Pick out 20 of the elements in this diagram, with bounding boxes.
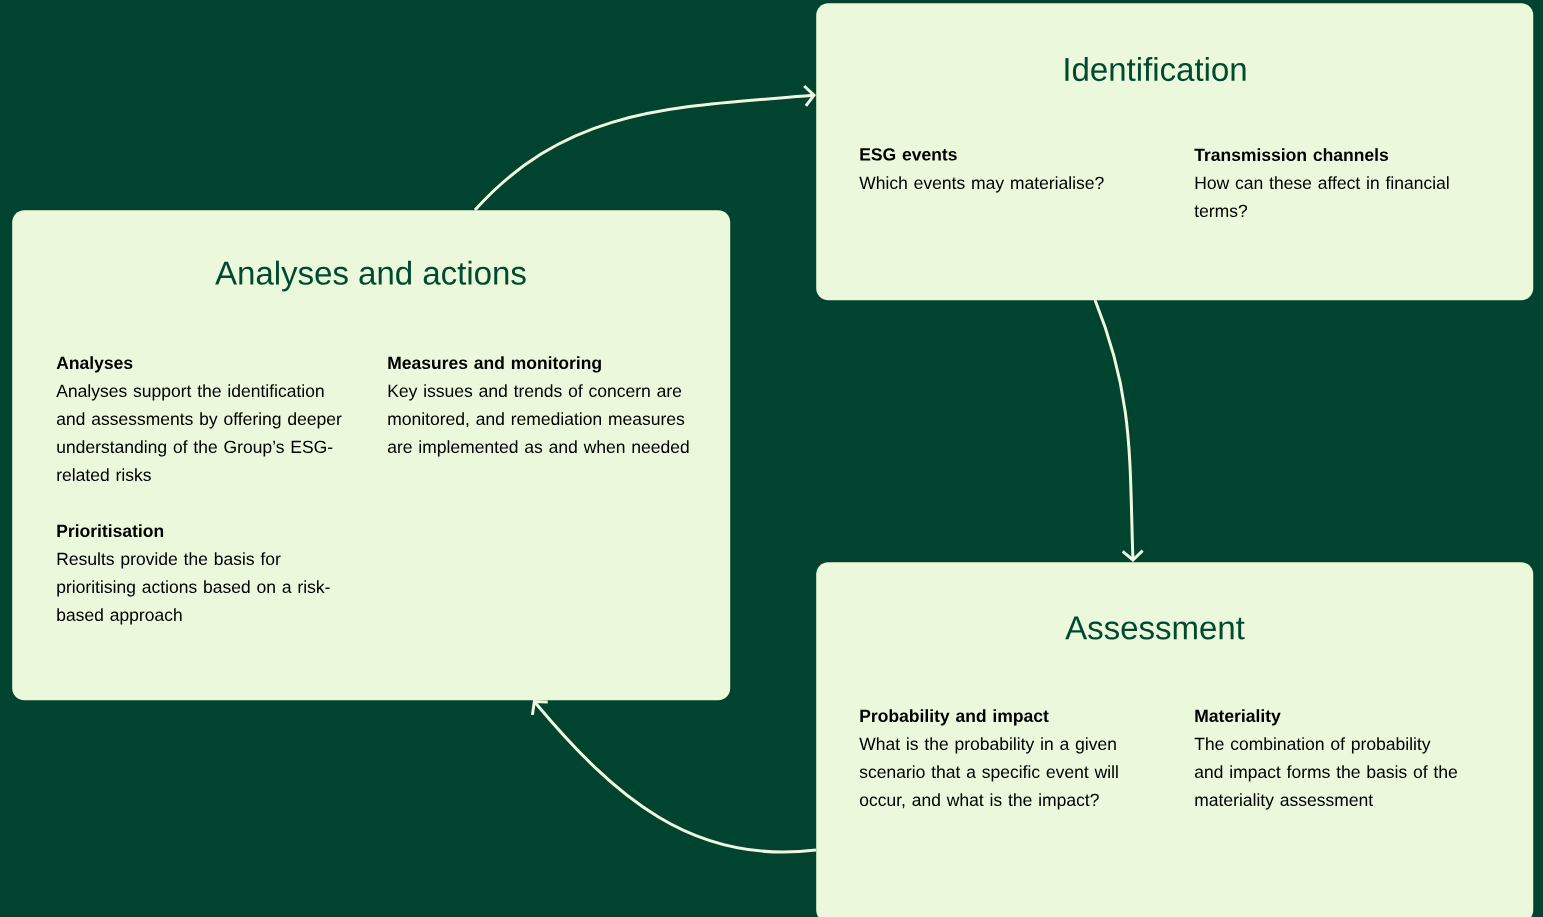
section-text: Analyses support the identification and assessments by offering deeper understanding of the Group’s ESG-related risks <box>56 384 342 482</box>
section-text: How can these affect in financial terms? <box>1194 176 1449 218</box>
section-heading: Transmission channels <box>1194 148 1388 162</box>
section-heading: Probability and impact <box>860 709 1049 726</box>
section-heading: Materiality <box>1195 709 1281 726</box>
arrow <box>530 700 817 854</box>
card-title: Identification <box>1065 56 1246 82</box>
section-text: Key issues and trends of concern are monitored, and remediation measures are implemented as and when needed <box>387 384 689 457</box>
section-text: The combination of probability and impact forms the basis of the materiality assessment <box>1194 737 1457 810</box>
arrow <box>1093 299 1144 562</box>
section-heading: ESG events <box>860 148 957 161</box>
section-text: Results provide the basis for prioritising actions based on a risk-based approach <box>57 552 330 625</box>
section-heading: Analyses <box>56 356 133 373</box>
card-title: Analyses and actions <box>215 260 526 292</box>
card-title: Assessment <box>1065 616 1245 640</box>
section-text: Which events may materialise? <box>859 176 1104 193</box>
section-text: What is the probability in a given scenario that a specific event will occur, and what is the impact? <box>859 737 1118 810</box>
arrow <box>473 84 816 212</box>
section-heading: Prioritisation <box>57 524 164 538</box>
section-heading: Measures and monitoring <box>388 356 601 373</box>
